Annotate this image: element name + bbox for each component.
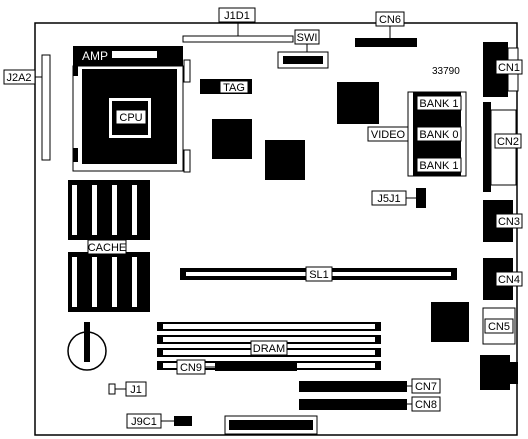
cache-label: CACHE [88, 242, 127, 254]
swi-label: SWI [297, 32, 318, 44]
cn4-label: CN4 [498, 274, 520, 286]
tag-chip: TAG [200, 79, 252, 94]
cn8-label: CN8 [415, 399, 437, 411]
cache-modules: CACHE [68, 180, 150, 312]
cn9-label: CN9 [180, 362, 202, 374]
cpu-label: CPU [119, 112, 142, 124]
video-memory: BANK 1 BANK 0 BANK 1 VIDEO [367, 91, 467, 177]
j9c1-jumper: J9C1 [126, 413, 192, 429]
chip-square-3 [337, 82, 379, 124]
j1d1-header: J1D1 [182, 7, 294, 43]
chip-square-4 [431, 302, 469, 342]
battery [67, 322, 107, 371]
tag-label: TAG [223, 82, 245, 94]
cn5-connector: CN5 [482, 307, 516, 345]
chip-square-1 [212, 119, 252, 159]
bottom-connector [224, 415, 318, 435]
sl1-slot: SL1 [180, 266, 457, 282]
part-number: 33790 [432, 66, 460, 77]
cn1-connector: CN1 [483, 42, 523, 97]
dram-label: DRAM [253, 343, 285, 355]
cn3-label: CN3 [498, 216, 520, 228]
video-label: VIDEO [371, 129, 406, 141]
amp-label: AMP [82, 49, 108, 63]
bank0-label: BANK 0 [419, 129, 458, 141]
j2a2-label: J2A2 [6, 72, 31, 84]
j5j1-label: J5J1 [377, 193, 400, 205]
cn5-label: CN5 [488, 321, 510, 333]
cn2-label: CN2 [497, 136, 519, 148]
cn6-header: CN6 [355, 11, 417, 47]
j1d1-label: J1D1 [224, 10, 250, 22]
j1-label: J1 [130, 384, 142, 396]
cn7-label: CN7 [415, 381, 437, 393]
j5j1-jumper: J5J1 [371, 188, 426, 208]
cn9-header: CN9 [176, 359, 297, 375]
chip-square-2 [265, 140, 305, 180]
swi-switch: SWI [277, 29, 329, 69]
cn1-label: CN1 [498, 62, 520, 74]
cpu-socket: AMP CPU [72, 46, 191, 173]
bank1-top-label: BANK 1 [419, 98, 458, 110]
j9c1-label: J9C1 [131, 416, 157, 428]
j2a2-header: J2A2 [3, 54, 51, 161]
din-connector [480, 355, 518, 390]
cn8-header: CN8 [299, 396, 441, 412]
bank1-bottom-label: BANK 1 [419, 160, 458, 172]
cn4-connector: CN4 [483, 258, 523, 300]
cn2-connector: CN2 [483, 102, 522, 192]
j1-jumper: J1 [108, 381, 147, 397]
cn7-header: CN7 [299, 378, 441, 394]
cn6-label: CN6 [379, 14, 401, 26]
sl1-label: SL1 [309, 269, 329, 281]
cn3-connector: CN3 [483, 200, 523, 242]
